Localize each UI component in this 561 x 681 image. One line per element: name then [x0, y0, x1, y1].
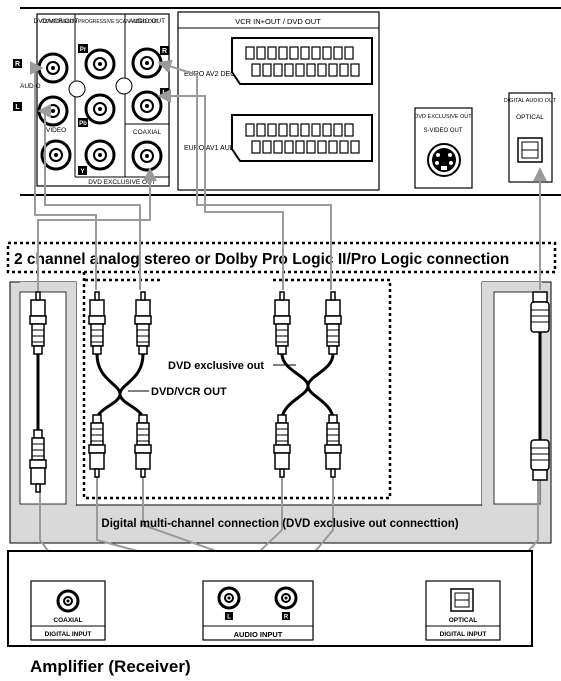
jack-coaxial-out	[131, 140, 163, 172]
svg-text:R: R	[15, 61, 20, 68]
device-back-panel: DVD/VCR OUT COMPONENT / PROGRESSIVE SCAN…	[13, 7, 561, 196]
jack-dvd-vcr-audio-r	[37, 52, 69, 84]
amplifier-title: Amplifier (Receiver)	[30, 657, 191, 676]
jack-component-pr	[84, 48, 116, 80]
badge-l	[13, 102, 22, 111]
jack-component-y	[84, 139, 116, 171]
scart-connector-av2	[231, 37, 373, 85]
badge-r	[282, 612, 290, 620]
panel-screw	[68, 80, 86, 98]
svideo-jack	[427, 143, 461, 177]
optical-out-label: OPTICAL	[516, 114, 544, 121]
amp-audio-input-label: AUDIO INPUT	[234, 630, 283, 639]
analog-connection-title: 2 channel analog stereo or Dolby Pro Log…	[14, 251, 509, 268]
audio-out-header: AUDIO OUT	[129, 18, 165, 25]
svg-text:R: R	[162, 48, 167, 55]
jack-audio-out-l	[131, 90, 163, 122]
badge-pr	[78, 44, 88, 53]
digital-multichannel-label: Digital multi-channel connection (DVD ex…	[101, 518, 458, 530]
amp-coaxial-label: COAXIAL	[53, 617, 82, 624]
svg-text:R: R	[284, 615, 289, 621]
dvd-vcr-out-cable-label: DVD/VCR OUT	[151, 386, 227, 398]
coaxial-label: COAXIAL	[133, 129, 162, 136]
svg-text:L: L	[15, 104, 20, 111]
dvd-exclusive-out-label: DVD EXCLUSIVE OUT	[88, 179, 156, 186]
badge-y	[78, 166, 87, 175]
audio-side-label: AUDIO	[20, 83, 41, 90]
amp-coaxial-jack	[56, 589, 80, 613]
amp-audio-l-jack	[217, 586, 241, 610]
component-out-header: COMPONENT / PROGRESSIVE SCAN VIDEO OUT	[41, 19, 158, 25]
dvd-vcr-out-header: DVD/VCR OUT	[34, 18, 79, 25]
vcr-in-out-label: VCR IN+OUT / DVD OUT	[235, 17, 321, 26]
amplifier-panel: COAXIAL DIGITAL INPUT L R AUDIO INPUT OP…	[7, 550, 533, 647]
video-label: VIDEO	[46, 127, 66, 134]
amp-digital-input-left: DIGITAL INPUT	[45, 631, 92, 638]
svg-text:L: L	[227, 615, 231, 621]
jack-audio-out-r	[131, 47, 163, 79]
jack-component-pb	[84, 93, 116, 125]
svg-text:Y: Y	[80, 169, 84, 175]
panel-screw	[115, 77, 133, 95]
badge-pb	[78, 118, 88, 127]
svg-text:Pr: Pr	[80, 47, 87, 53]
coaxial-cable	[29, 291, 47, 493]
digital-audio-out-label: DIGITAL AUDIO OUT	[504, 98, 557, 104]
amp-digital-input-right: DIGITAL INPUT	[440, 631, 487, 638]
optical-cable	[530, 291, 550, 481]
svg-text:Pb: Pb	[79, 121, 87, 127]
badge-l	[225, 612, 233, 620]
amp-optical-jack	[450, 588, 474, 612]
optical-jack	[517, 137, 543, 163]
amp-optical-label: OPTICAL	[449, 617, 478, 624]
scart-connector-av1	[231, 114, 373, 162]
badge-r	[160, 46, 169, 55]
analog-connection-region	[6, 241, 557, 500]
dvd-exclusive-out-cable-label: DVD exclusive out	[168, 360, 264, 372]
badge-r	[13, 59, 22, 68]
euro-av1-label: EURO AV1 AUDIO/ VIDEO	[184, 145, 268, 152]
euro-av2-label: EURO AV2 DECODER	[184, 71, 255, 78]
dvd-exclusive-out-cable	[273, 291, 342, 478]
dvd-vcr-out-cable	[88, 291, 152, 478]
svideo-header: DVD EXCLUSIVE OUT	[414, 114, 472, 120]
jack-dvd-vcr-video	[40, 139, 72, 171]
amp-audio-r-jack	[274, 586, 298, 610]
svideo-out-label: S-VIDEO OUT	[423, 128, 462, 134]
